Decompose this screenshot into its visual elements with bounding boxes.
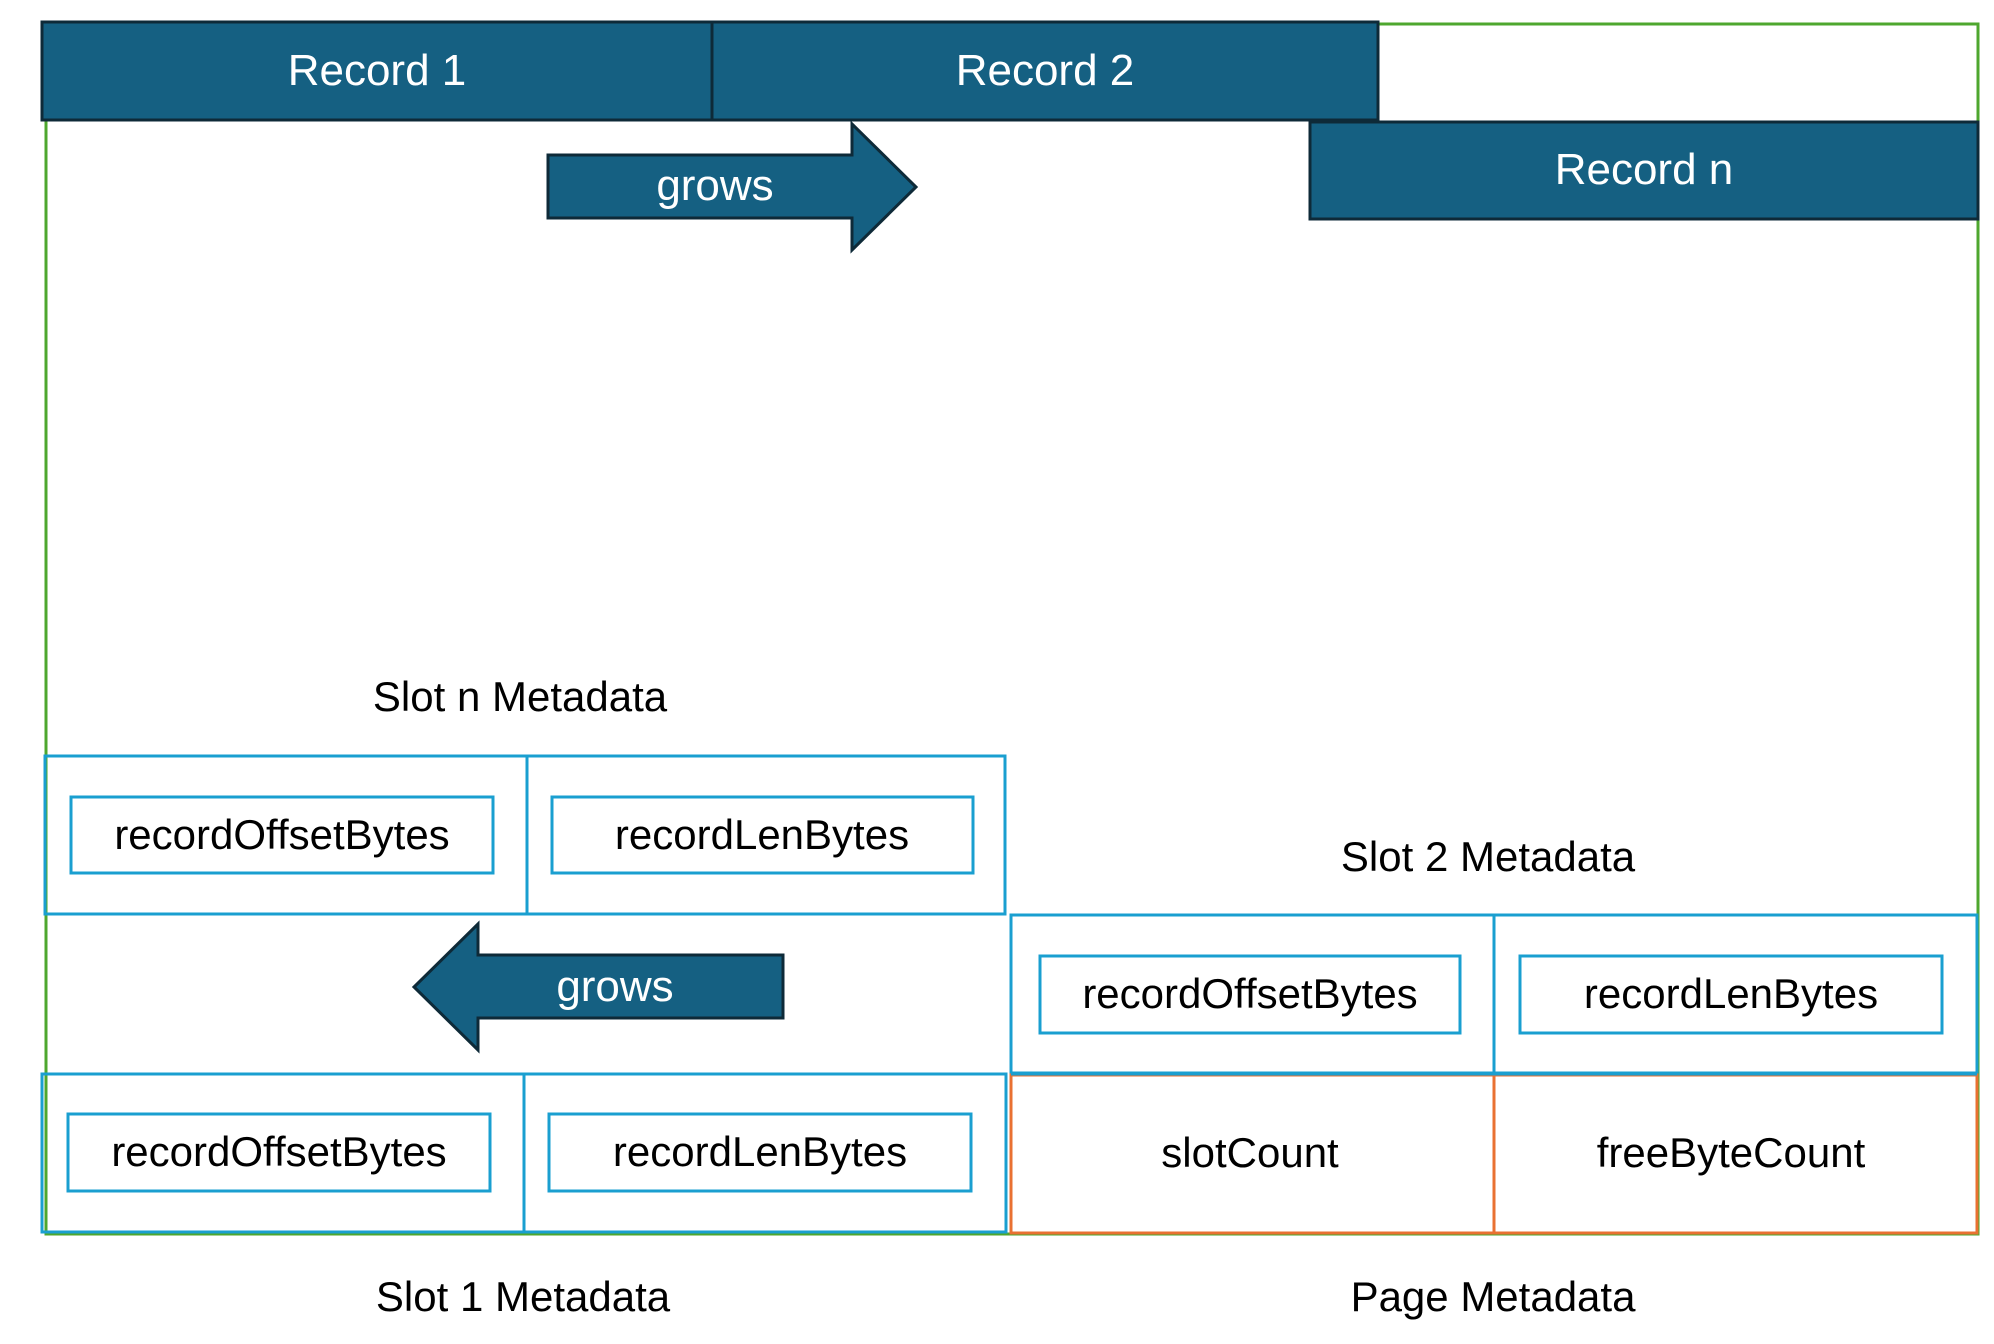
record-n: Record n [1308, 120, 1980, 221]
grows-right-label: grows [656, 161, 773, 210]
diagram-shape [546, 120, 919, 254]
diagram-shape [411, 920, 785, 1054]
record-1: Record 1 [40, 20, 714, 122]
slot-2-offset-label: recordOffsetBytes [1082, 970, 1417, 1017]
diagram-shape [40, 20, 714, 122]
slot-1-metadata: recordOffsetBytes recordLenBytes [40, 1072, 1008, 1234]
diagram-shape [43, 754, 1007, 916]
page-metadata-caption: Page Metadata [1351, 1273, 1637, 1320]
grows-left-arrow: grows [411, 920, 785, 1054]
diagram-shape [1308, 120, 1980, 221]
slot-n-metadata: recordOffsetBytes recordLenBytes [43, 754, 1007, 916]
slot-n-len-label: recordLenBytes [615, 811, 909, 858]
slot-1-len-box [547, 1112, 973, 1193]
slot-2-len-label: recordLenBytes [1584, 970, 1878, 1017]
slot-n-offset-label: recordOffsetBytes [114, 811, 449, 858]
slot-2-offset-box [1038, 954, 1462, 1035]
record-n-label: Record n [1555, 145, 1734, 194]
slot-n-offset-box [69, 795, 495, 875]
diagram-shape [710, 20, 1380, 122]
record-2: Record 2 [710, 20, 1380, 122]
slot-2-len-box [1518, 954, 1944, 1035]
slot-n-caption: Slot n Metadata [373, 673, 668, 720]
slot-2-metadata: recordOffsetBytes recordLenBytes [1009, 913, 1979, 1075]
page-metadata: slotCount freeByteCount [1009, 1073, 1979, 1235]
record-2-label: Record 2 [956, 46, 1135, 95]
slot-1-caption: Slot 1 Metadata [376, 1273, 671, 1320]
slot-1-offset-box [66, 1112, 492, 1193]
grows-right-arrow: grows [546, 120, 919, 254]
slot-2-caption: Slot 2 Metadata [1341, 833, 1636, 880]
slot-count-label: slotCount [1161, 1129, 1339, 1176]
free-byte-count-label: freeByteCount [1597, 1129, 1866, 1176]
slot-n-len-box [550, 795, 975, 875]
slot-1-offset-label: recordOffsetBytes [111, 1128, 446, 1175]
grows-left-label: grows [556, 962, 673, 1011]
slot-1-len-label: recordLenBytes [613, 1128, 907, 1175]
record-1-label: Record 1 [288, 46, 467, 95]
